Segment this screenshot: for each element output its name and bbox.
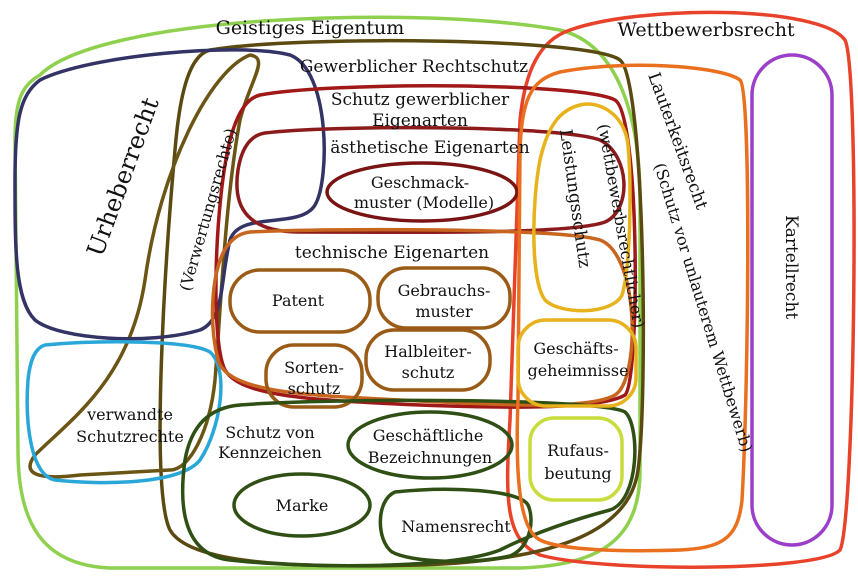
region-lauterkeitsrecht (515, 63, 750, 553)
region-schutz-von-kennzeichen (181, 398, 637, 568)
label-technische-eigenarten: technische Eigenarten (295, 243, 489, 263)
label-patent: Patent (272, 291, 325, 310)
label-geschmacksmuster-2: muster (Modelle) (354, 193, 494, 212)
region-marke (232, 472, 372, 538)
region-technische-eigenarten (210, 227, 634, 407)
label-kennzeichen-1: Schutz von (225, 423, 314, 442)
label-kennzeichen-2: Kennzeichen (218, 443, 322, 462)
label-geschaeftliche-2: Bezeichnungen (368, 448, 492, 467)
label-marke: Marke (276, 496, 329, 515)
region-verwertungsrechte (28, 53, 261, 479)
region-halbleiterschutz (364, 328, 492, 392)
label-rufausbeutung-2: beutung (544, 464, 611, 483)
label-wettbewerbsrecht: Wettbewerbsrecht (617, 19, 795, 41)
region-gewerblicher-rechtschutz (158, 38, 646, 568)
label-geschaeftsgeheimnisse-1: Geschäfts- (533, 339, 618, 358)
label-schutz-gewerblicher-1: Schutz gewerblicher (331, 90, 510, 110)
region-geschmacksmuster (325, 161, 519, 223)
label-verwertungsrechte: (Verwertungsrechte) (176, 126, 241, 293)
label-verwandte-2: Schutzrechte (76, 427, 184, 446)
label-leistungsschutz-2: Leistungsschutz (555, 128, 594, 269)
region-leistungsschutz (532, 102, 632, 313)
label-sortenschutz-1: Sorten- (284, 358, 344, 377)
region-kartellrecht (750, 53, 834, 547)
region-wettbewerbsrecht (505, 10, 856, 569)
region-namensrecht (378, 487, 533, 564)
label-rufausbeutung-1: Rufaus- (547, 441, 609, 460)
label-halbleiterschutz-2: schutz (402, 363, 455, 382)
region-rufausbeutung (528, 416, 624, 502)
region-gebrauchsmuster (376, 266, 512, 330)
label-namensrecht: Namensrecht (401, 517, 511, 536)
label-geschaeftsgeheimnisse-2: geheimnisse (527, 361, 628, 380)
region-urheberrecht (13, 48, 326, 341)
label-verwandte-1: verwandte (86, 405, 173, 424)
label-aesthetische-eigenarten: ästhetische Eigenarten (330, 138, 530, 158)
region-aesthetische-eigenarten (235, 125, 626, 235)
region-verwandte-schutzrechte (25, 340, 223, 485)
label-geschmacksmuster-1: Geschmack- (371, 173, 469, 192)
label-gewerblicher-rechtschutz: Gewerblicher Rechtschutz (300, 57, 528, 77)
region-schutz-gewerblicher-eigenarten (214, 84, 637, 409)
label-gebrauchsmuster-2: muster (415, 302, 473, 321)
label-gebrauchsmuster-1: Gebrauchs- (398, 281, 491, 300)
region-patent (228, 268, 372, 334)
region-geschaeftliche-bezeichnungen (346, 410, 514, 480)
region-geistiges-eigentum (13, 15, 642, 570)
label-sortenschutz-2: schutz (288, 379, 341, 398)
label-halbleiterschutz-1: Halbleiter- (384, 342, 472, 361)
label-geschaeftliche-1: Geschäftliche (373, 426, 484, 445)
region-geschaeftsgeheimnisse (516, 318, 638, 408)
region-sortenschutz (264, 343, 364, 409)
label-kartellrecht: Kartellrecht (781, 215, 801, 319)
label-geistiges-eigentum: Geistiges Eigentum (216, 17, 405, 39)
label-schutz-gewerblicher-2: Eigenarten (372, 111, 468, 131)
